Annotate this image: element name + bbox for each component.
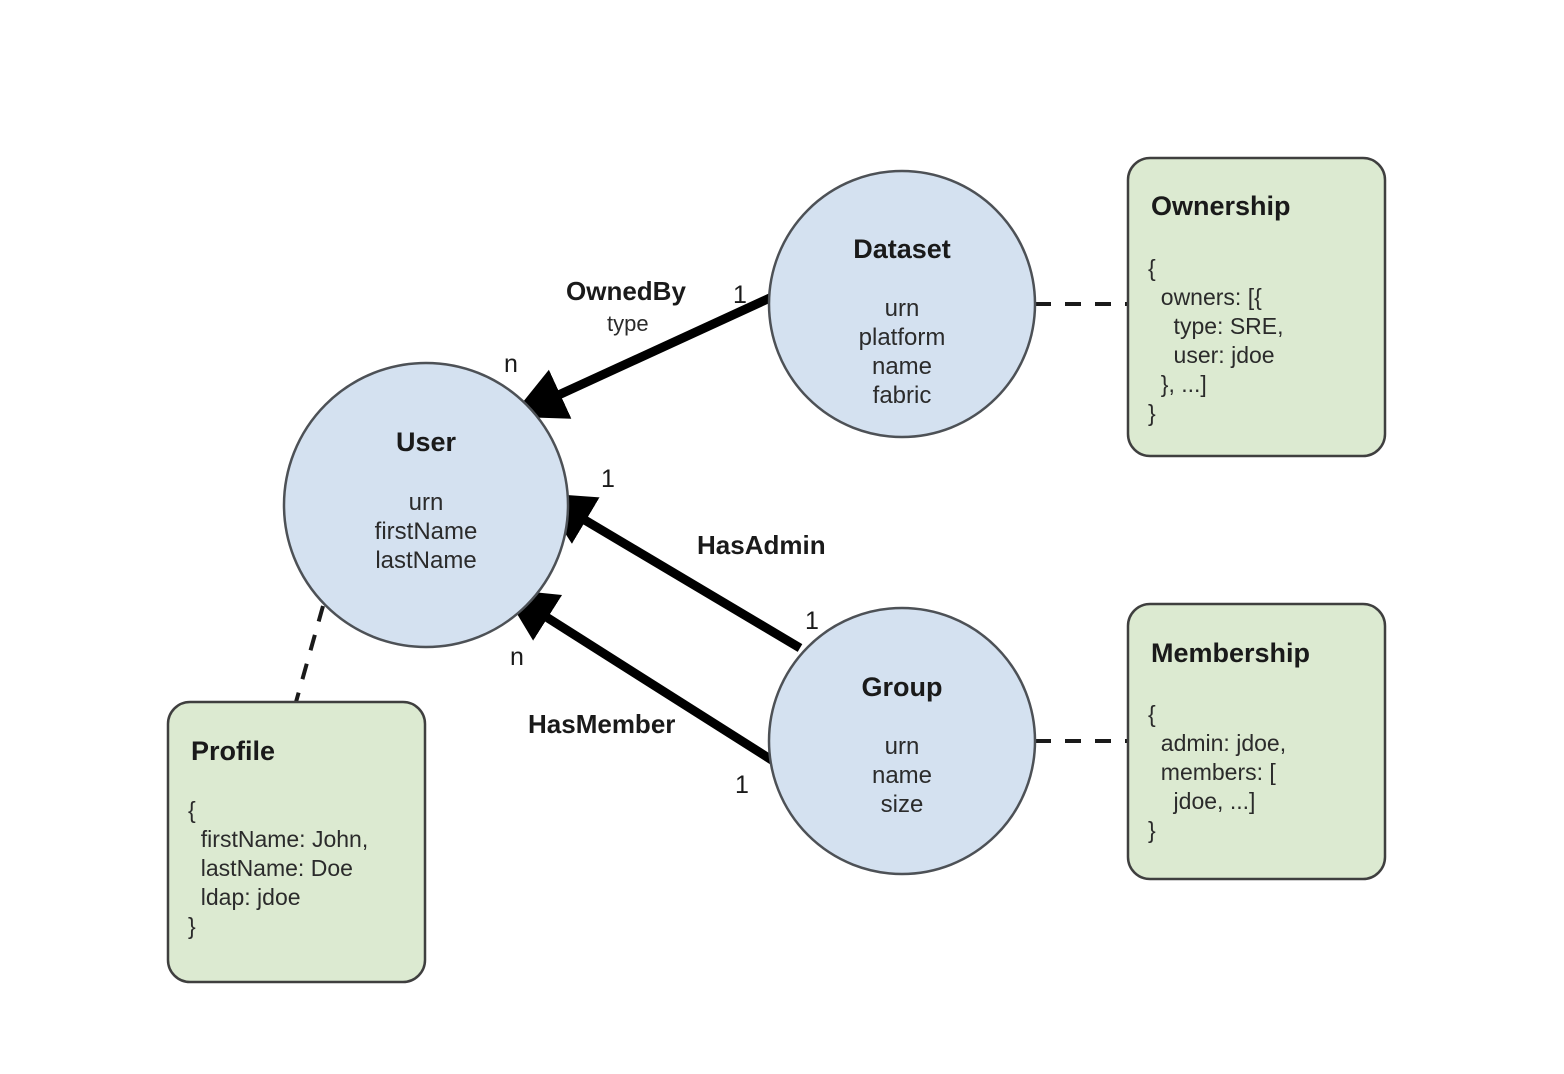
aspect-membership-line-1: admin: jdoe, [1148, 730, 1286, 756]
aspect-link-user-profile [294, 605, 325, 703]
aspect-ownership-line-3: user: jdoe [1148, 342, 1275, 368]
entity-user-field-1: firstName [375, 518, 478, 545]
entity-dataset-field-3: fabric [873, 382, 932, 409]
entity-group-field-2: size [881, 791, 924, 818]
aspect-box-membership[interactable]: Membership { admin: jdoe, members: [ jdo… [1126, 602, 1387, 881]
entity-group-title: Group [862, 672, 943, 702]
entity-user-title: User [396, 427, 457, 457]
relationship-hasmember-label: HasMember [528, 709, 675, 739]
edge-hasmember [502, 588, 781, 768]
entity-group-field-0: urn [885, 733, 920, 760]
cardinality-ownedby-target: n [504, 350, 518, 378]
entity-node-group[interactable]: Group urn name size [767, 606, 1037, 876]
relationship-ownedby-label: OwnedBy [566, 276, 686, 306]
entity-user-field-0: urn [409, 489, 444, 516]
relationship-hasadmin-label: HasAdmin [697, 530, 826, 560]
cardinality-hasmember-target: n [510, 643, 524, 671]
entity-group-field-1: name [872, 762, 932, 789]
aspect-profile-line-3: ldap: jdoe [188, 884, 301, 910]
aspect-profile-line-4: } [188, 913, 196, 939]
aspect-box-profile[interactable]: Profile { firstName: John, lastName: Doe… [166, 700, 427, 984]
aspect-profile-title: Profile [191, 736, 275, 766]
entity-dataset-field-2: name [872, 353, 932, 380]
aspect-ownership-line-1: owners: [{ [1148, 284, 1262, 310]
cardinality-hasadmin-target: 1 [601, 465, 615, 493]
aspect-membership-line-4: } [1148, 817, 1156, 843]
entity-dataset-title: Dataset [853, 234, 951, 264]
entity-node-user[interactable]: User urn firstName lastName [282, 361, 570, 649]
entity-node-dataset[interactable]: Dataset urn platform name fabric [767, 169, 1037, 439]
aspect-box-ownership[interactable]: Ownership { owners: [{ type: SRE, user: … [1126, 156, 1387, 458]
relationship-label-hasadmin: HasAdmin 1 1 [601, 465, 826, 635]
edge-hasadmin [539, 493, 803, 652]
relationship-ownedby-sublabel: type [607, 311, 649, 336]
aspect-membership-line-2: members: [ [1148, 759, 1276, 785]
aspect-profile-line-1: firstName: John, [188, 826, 368, 852]
aspect-ownership-title: Ownership [1151, 191, 1291, 221]
entity-user-field-2: lastName [375, 547, 476, 574]
aspect-profile-line-0: { [188, 797, 196, 823]
aspect-profile-line-2: lastName: Doe [188, 855, 353, 881]
aspect-ownership-line-0: { [1148, 255, 1156, 281]
entity-dataset-field-1: platform [859, 324, 946, 351]
relationship-label-ownedby: OwnedBy type 1 n [504, 276, 747, 378]
cardinality-hasmember-source: 1 [735, 771, 749, 799]
cardinality-ownedby-source: 1 [733, 281, 747, 309]
aspect-ownership-line-5: } [1148, 400, 1156, 426]
aspect-membership-title: Membership [1151, 638, 1310, 668]
entity-dataset-field-0: urn [885, 295, 920, 322]
aspect-membership-line-0: { [1148, 701, 1156, 727]
relationship-label-hasmember: HasMember 1 n [510, 643, 749, 799]
aspect-ownership-line-2: type: SRE, [1148, 313, 1284, 339]
edge-ownedby [511, 292, 774, 419]
cardinality-hasadmin-source: 1 [805, 607, 819, 635]
aspect-membership-line-3: jdoe, ...] [1148, 788, 1255, 814]
aspect-ownership-line-4: }, ...] [1148, 371, 1207, 397]
